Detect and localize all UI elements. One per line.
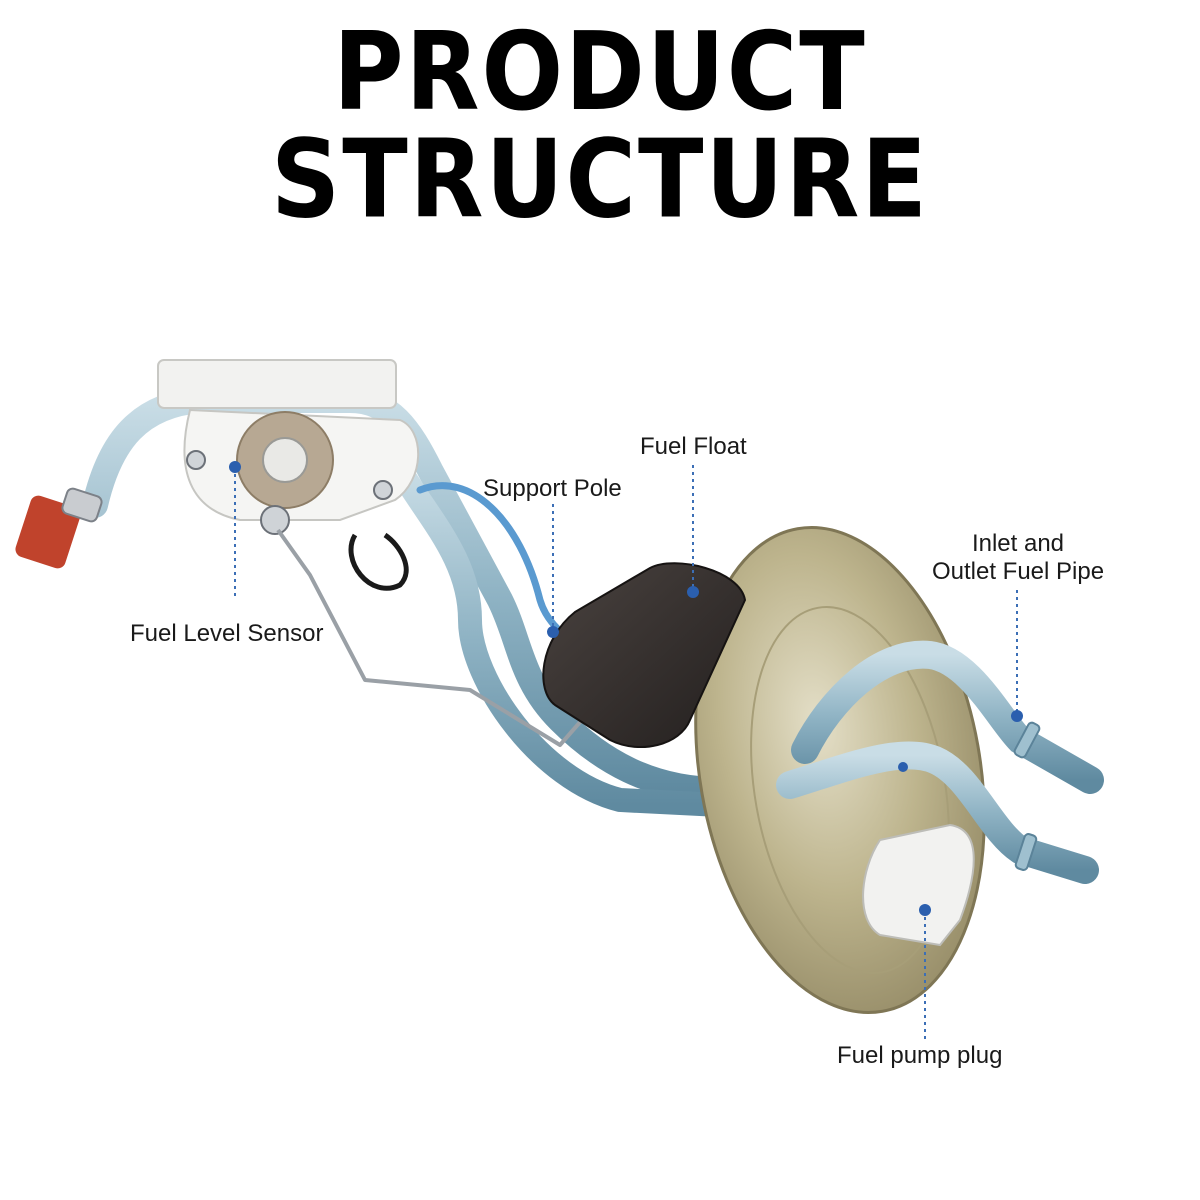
callout-fuel-pump-plug <box>919 904 931 1040</box>
fuel-float-label: Fuel Float <box>640 433 747 460</box>
fuel-level-sensor-housing <box>157 359 420 535</box>
fuel-level-sensor-label: Fuel Level Sensor <box>130 620 324 647</box>
support-pole-pipe <box>82 387 733 817</box>
callout-fuel-level-sensor <box>229 461 241 600</box>
inlet-connector <box>15 487 103 569</box>
inlet-pipe-dot <box>898 762 908 772</box>
callout-support-pole <box>547 504 559 638</box>
inlet-outlet-label-line1: Inlet and <box>971 530 1065 557</box>
page-title: PRODUCT STRUCTURE <box>271 9 929 243</box>
ground-wire <box>348 532 409 591</box>
callout-inlet-outlet-pipe <box>1011 590 1023 722</box>
float-arm-rod <box>276 528 597 747</box>
inlet-outlet-pipes <box>776 640 1104 884</box>
fuel-float <box>542 562 747 748</box>
fuel-pump-plug-label: Fuel pump plug <box>837 1042 1003 1069</box>
callout-fuel-float <box>687 465 699 598</box>
support-pole-label: Support Pole <box>483 475 622 502</box>
inlet-outlet-label-line2: Outlet Fuel Pipe <box>931 558 1105 585</box>
fuel-pump-plug <box>862 823 975 947</box>
